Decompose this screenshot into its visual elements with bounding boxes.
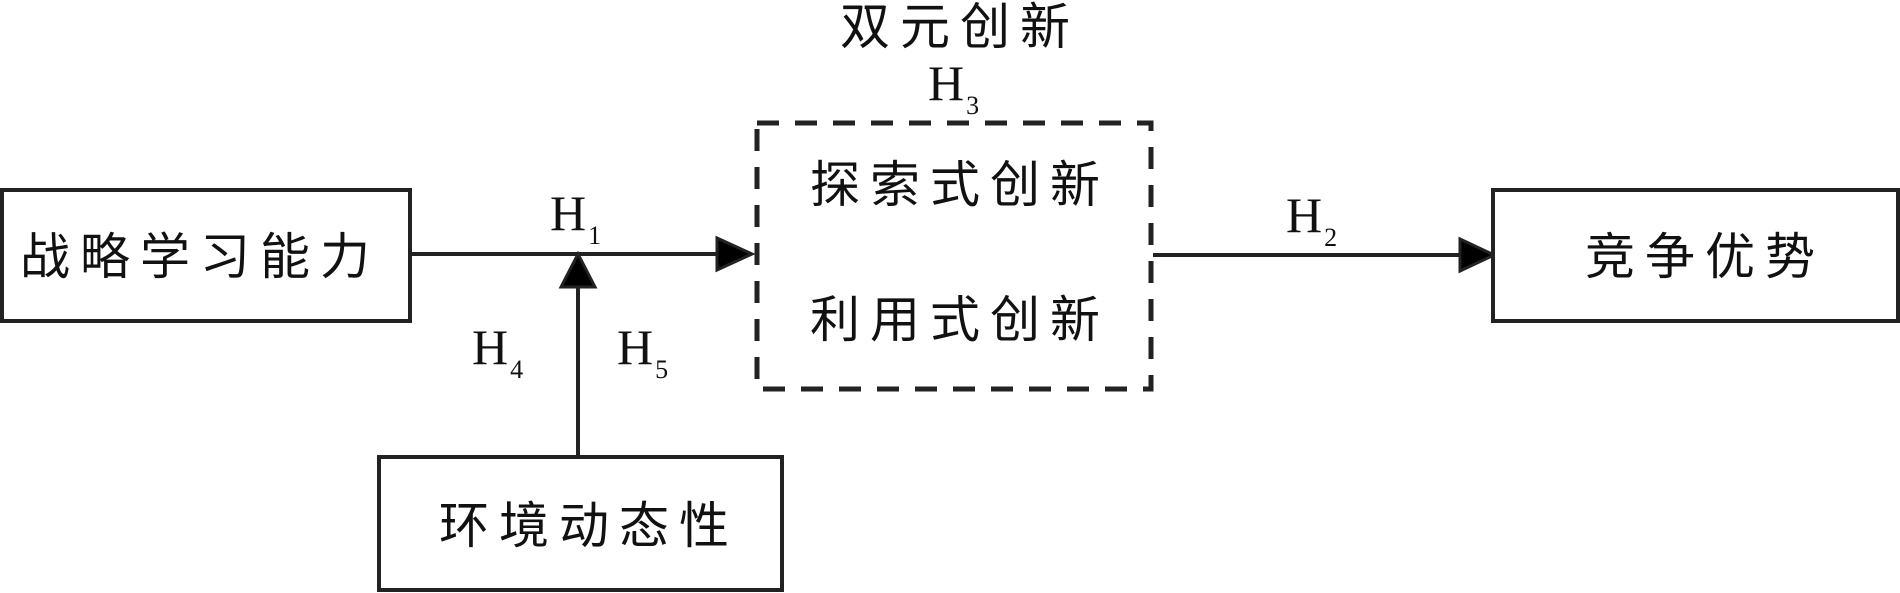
- h3-subscript: 3: [966, 91, 980, 120]
- competitive-advantage-box: 竞争优势: [1491, 188, 1900, 323]
- strategic-learning-box: 战略学习能力: [0, 188, 412, 323]
- environment-dynamism-box: 环境动态性: [377, 455, 784, 592]
- h2-subscript: 2: [1324, 223, 1338, 252]
- h2-letter: H: [1286, 187, 1323, 243]
- h2-label: H2: [1286, 190, 1337, 251]
- h4-letter: H: [472, 319, 509, 375]
- dual-innovation-title: 双元创新: [840, 0, 1080, 56]
- strategic-learning-label: 战略学习能力: [20, 228, 380, 286]
- h1-arrowhead: [715, 235, 756, 273]
- h5-letter: H: [617, 319, 654, 375]
- moderator-arrowhead: [558, 250, 598, 289]
- h5-subscript: 5: [655, 355, 669, 384]
- h3-label: H3: [928, 58, 979, 119]
- dual-innovation-group-border: [754, 120, 1154, 392]
- h1-subscript: 1: [588, 221, 602, 250]
- h1-label: H1: [550, 188, 601, 249]
- competitive-advantage-label: 竞争优势: [1585, 228, 1825, 286]
- h4-subscript: 4: [510, 355, 524, 384]
- h5-label: H5: [617, 322, 668, 383]
- exploratory-innovation-label: 探索式创新: [810, 156, 1110, 214]
- h3-letter: H: [928, 55, 965, 111]
- exploitative-innovation-label: 利用式创新: [810, 291, 1110, 349]
- h4-label: H4: [472, 322, 523, 383]
- h1-letter: H: [550, 185, 587, 241]
- environment-dynamism-label: 环境动态性: [439, 497, 739, 555]
- h2-arrowhead: [1458, 236, 1498, 274]
